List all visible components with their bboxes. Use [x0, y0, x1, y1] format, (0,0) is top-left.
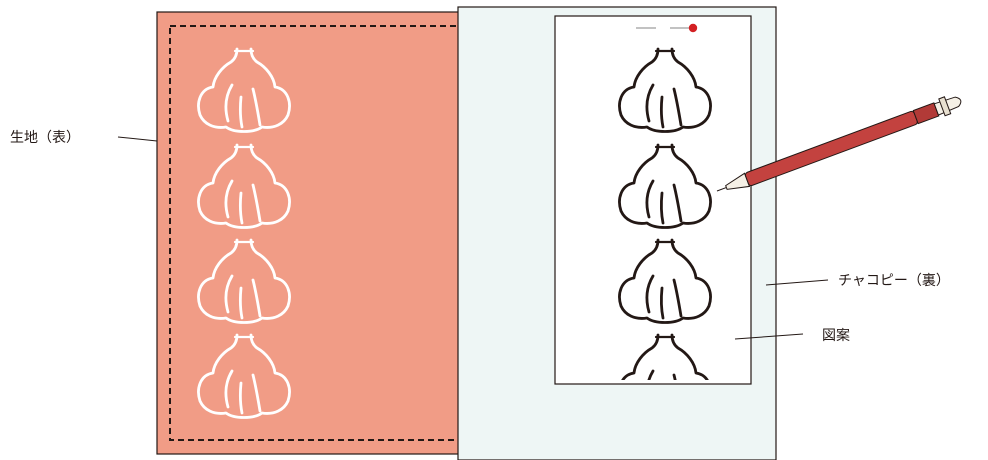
- pin-dot: [688, 23, 698, 33]
- stitch-line: [169, 25, 461, 441]
- fabric-rect: [156, 11, 463, 455]
- pattern-paper-rect: [554, 15, 752, 385]
- chacopy-label: チャコピー（裏）: [838, 273, 950, 289]
- fabric-label: 生地（表）: [10, 130, 80, 146]
- pen-icon: [716, 96, 962, 192]
- pattern-label: 図案: [822, 328, 850, 344]
- chacopy-leader-line: [765, 279, 829, 286]
- pattern-leader-line: [734, 333, 804, 340]
- fabric-panel: [156, 11, 463, 455]
- fabric-leader-line: [117, 136, 158, 142]
- pattern-paper: [554, 15, 752, 385]
